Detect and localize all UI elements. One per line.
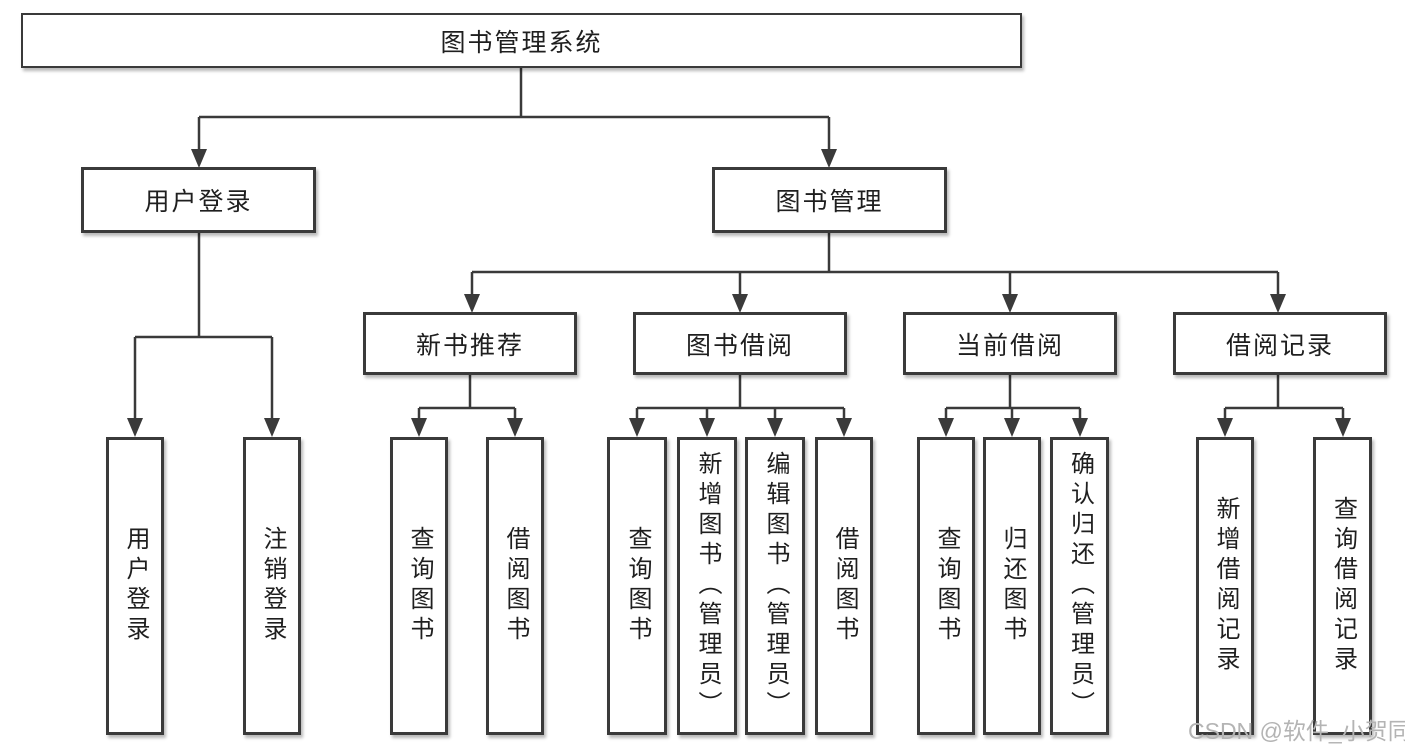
leaf-query-borrow-record: 查询借阅记录 bbox=[1313, 437, 1372, 735]
node-label: 编辑图书（管理员） bbox=[762, 451, 789, 721]
node-book-management: 图书管理 bbox=[712, 167, 947, 233]
leaf-return-books: 归还图书 bbox=[983, 437, 1041, 735]
node-label: 归还图书 bbox=[999, 526, 1026, 646]
node-label: 借阅图书 bbox=[831, 526, 858, 646]
node-label: 图书管理 bbox=[775, 188, 884, 216]
leaf-query-books: 查询图书 bbox=[917, 437, 975, 735]
node-label: 图书借阅 bbox=[685, 331, 794, 360]
leaf-query-books: 查询图书 bbox=[390, 437, 448, 735]
csdn-watermark: CSDN @软件_小贺同学 bbox=[1188, 718, 1405, 744]
node-root-system: 图书管理系统 bbox=[21, 13, 1022, 68]
node-book-borrow: 图书借阅 bbox=[633, 312, 847, 375]
node-label: 图书管理系统 bbox=[440, 28, 603, 57]
leaf-add-borrow-record: 新增借阅记录 bbox=[1196, 437, 1254, 735]
leaf-user-login: 用户登录 bbox=[106, 437, 164, 735]
node-label: 用户登录 bbox=[122, 526, 149, 646]
node-label: 查询图书 bbox=[624, 526, 651, 646]
node-borrow-records: 借阅记录 bbox=[1173, 312, 1387, 375]
leaf-add-books-admin: 新增图书（管理员） bbox=[677, 437, 737, 735]
node-label: 当前借阅 bbox=[955, 331, 1064, 360]
node-label: 新增借阅记录 bbox=[1212, 496, 1239, 676]
leaf-confirm-return-admin: 确认归还（管理员） bbox=[1050, 437, 1109, 735]
node-label: 借阅图书 bbox=[502, 526, 529, 646]
node-label: 用户登录 bbox=[144, 188, 253, 216]
leaf-logout: 注销登录 bbox=[243, 437, 301, 735]
node-user-login: 用户登录 bbox=[81, 167, 316, 233]
leaf-borrow-books: 借阅图书 bbox=[486, 437, 544, 735]
node-new-book-recommend: 新书推荐 bbox=[363, 312, 577, 375]
leaf-borrow-books: 借阅图书 bbox=[815, 437, 873, 735]
node-current-borrow: 当前借阅 bbox=[903, 312, 1117, 375]
node-label: 借阅记录 bbox=[1225, 331, 1334, 360]
leaf-edit-books-admin: 编辑图书（管理员） bbox=[745, 437, 805, 735]
node-label: 查询图书 bbox=[406, 526, 433, 646]
node-label: 确认归还（管理员） bbox=[1066, 451, 1094, 721]
node-label: 查询图书 bbox=[933, 526, 960, 646]
node-label: 新增图书（管理员） bbox=[694, 451, 721, 721]
node-label: 查询借阅记录 bbox=[1329, 496, 1357, 676]
node-label: 新书推荐 bbox=[415, 331, 524, 360]
leaf-query-books: 查询图书 bbox=[607, 437, 667, 735]
node-label: 注销登录 bbox=[259, 526, 286, 646]
